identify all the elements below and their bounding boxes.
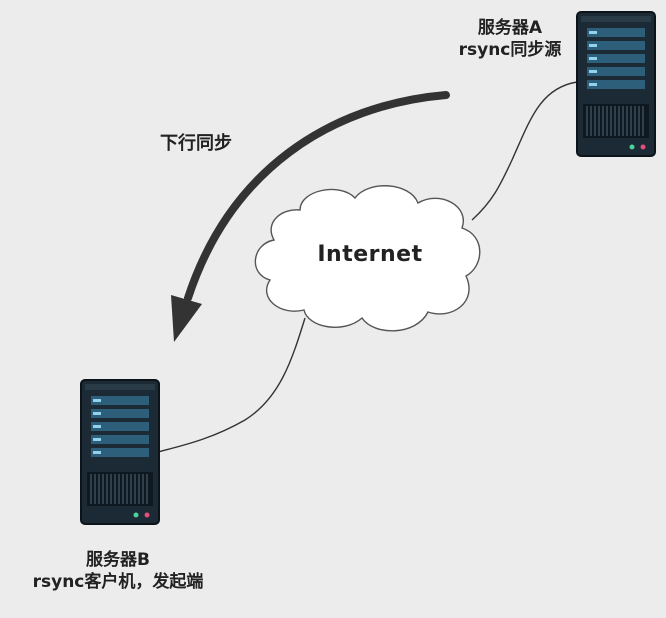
sync-direction-label: 下行同步 <box>160 133 232 154</box>
wire-cloud-to-b <box>157 317 306 453</box>
server-b-label: 服务器B rsync客户机，发起端 <box>0 549 236 593</box>
internet-cloud <box>254 185 481 332</box>
server-a-label: 服务器A rsync同步源 <box>430 17 590 61</box>
server-b-role: rsync客户机，发起端 <box>32 572 204 592</box>
internet-label: Internet <box>317 242 423 267</box>
wire-a-to-cloud <box>471 81 578 221</box>
sync-direction-arrow-head <box>171 295 202 342</box>
server-a-name: 服务器A <box>477 18 543 38</box>
server-b-name: 服务器B <box>86 550 150 570</box>
server-a-role: rsync同步源 <box>458 40 562 60</box>
server-b-icon <box>80 379 160 525</box>
sync-direction-arrow-shaft <box>184 91 450 302</box>
